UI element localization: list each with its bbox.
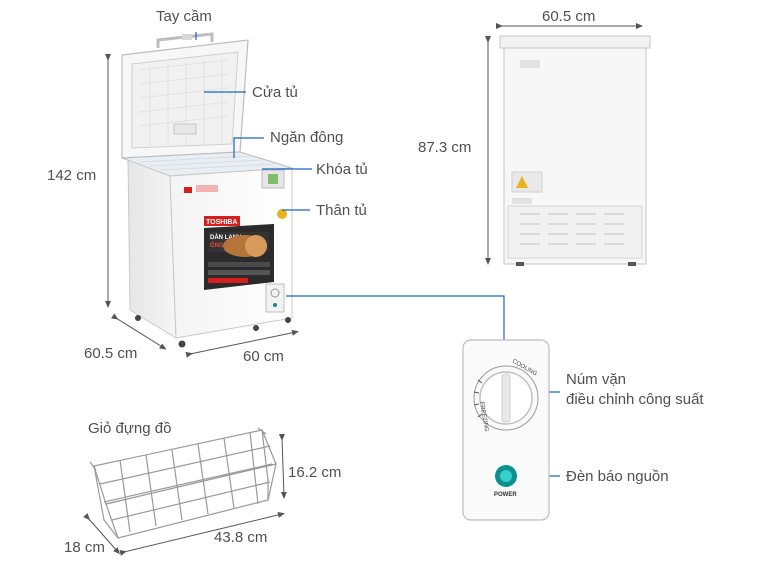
- promo-line1: DÀN LẠNH: [210, 234, 241, 241]
- label-basket: Giỏ đựng đồ: [88, 420, 172, 437]
- basket-dimensions: [83, 433, 287, 556]
- dim-basket-width: 43.8 cm: [214, 529, 268, 546]
- control-panel-small: [265, 283, 285, 313]
- label-body: Thân tủ: [316, 202, 367, 219]
- freezing-text: FREEZING: [478, 401, 489, 432]
- dim-height: 142 cm: [47, 167, 97, 184]
- label-door: Cửa tủ: [252, 84, 298, 101]
- label-handle: Tay cầm: [156, 8, 212, 25]
- label-knob: Núm vặn: [566, 371, 627, 388]
- label-lock: Khóa tủ: [316, 161, 368, 178]
- freezer-back-view: [485, 23, 651, 266]
- power-text: POWER: [494, 492, 517, 498]
- brand-badge: [204, 216, 240, 226]
- brand-text: TOSHIBA: [206, 219, 237, 226]
- dim-basket-height: 16.2 cm: [288, 464, 342, 481]
- control-panel-zoom: COOLING FREEZING POWER: [462, 339, 550, 521]
- freezer-dimensions: [105, 54, 299, 358]
- dim-depth: 60.5 cm: [84, 345, 138, 362]
- dim-back-height: 87.3 cm: [418, 139, 472, 156]
- label-power-light: Đèn báo nguồn: [566, 468, 669, 485]
- dim-back-width: 60.5 cm: [542, 8, 596, 25]
- label-freezer: Ngăn đông: [270, 129, 344, 146]
- freezer-front-view: TOSHIBA DÀN LẠNH ỐNG ĐỒNG: [121, 32, 293, 348]
- dim-width: 60 cm: [243, 348, 284, 365]
- dim-basket-depth: 18 cm: [64, 539, 105, 556]
- label-knob-line2: điều chỉnh công suất: [566, 391, 704, 408]
- basket: [89, 427, 277, 539]
